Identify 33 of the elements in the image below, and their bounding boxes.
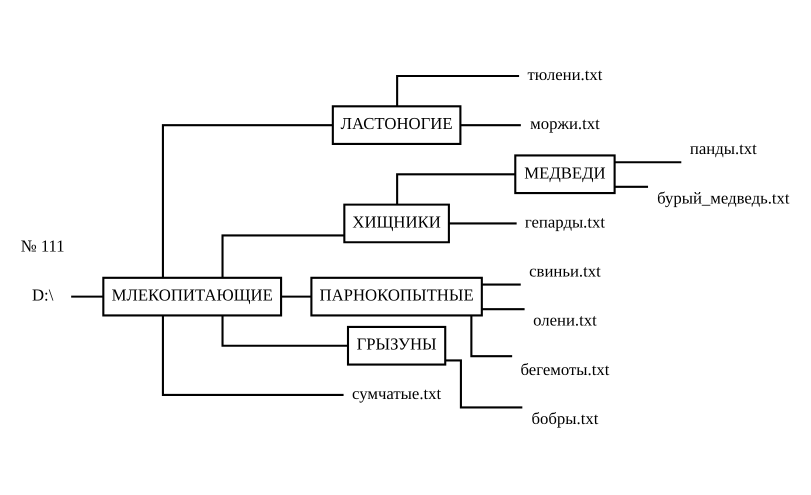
node-text: олени.txt [533,310,597,330]
connector [162,124,333,278]
node-box: ХИЩНИКИ [343,203,450,243]
node-text: панды.txt [690,138,757,158]
connector [281,295,312,298]
node-text: D:\ [32,285,54,304]
node-text: гепарды.txt [524,212,606,231]
node-box: ПАРНОКОПЫТНЫЕ [310,276,483,316]
node-box: ЛАСТОНОГИЕ [332,104,462,144]
connector [162,315,344,396]
connector [614,160,682,163]
connector [221,314,348,346]
connector [470,314,512,357]
node-text: бурый_медведь.txt [657,188,790,207]
node-text: моржи.txt [530,114,600,133]
connector [396,74,520,106]
connector [614,185,648,188]
label: № 111 [20,236,65,255]
connector [482,283,521,286]
connector [71,295,104,298]
node-text: тюлени.txt [528,64,602,84]
node-text: сумчатые.txt [352,383,442,402]
connector [460,124,521,126]
connector [482,308,525,310]
node-text: свиньи.txt [529,261,601,280]
node-box: ГРЫЗУНЫ [346,325,446,366]
connector [396,172,516,204]
node-box: МЛЕКОПИТАЮЩИЕ [102,276,282,316]
connector [221,234,344,278]
node-text: бобры.txt [532,408,598,428]
connector [448,222,517,224]
node-box: МЕДВЕДИ [514,154,616,194]
node-text: бегемоты.txt [520,359,610,378]
